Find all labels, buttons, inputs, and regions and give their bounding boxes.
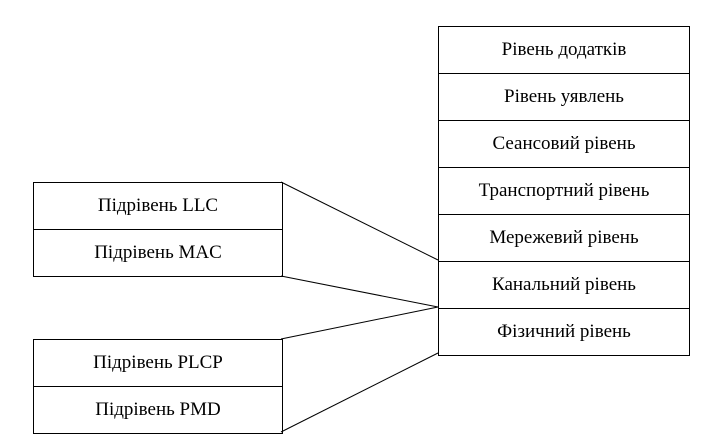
sublayer-llc: Підрівень LLC	[34, 183, 282, 230]
layer-application: Рівень додатків	[439, 27, 689, 74]
layer-physical: Фізичний рівень	[497, 321, 631, 342]
sublayer-mac: Підрівень MAC	[94, 242, 222, 263]
sublayer-plcp: Підрівень PLCP	[34, 340, 282, 387]
mac-connector-line	[280, 275, 439, 308]
llc-connector-line	[280, 181, 439, 261]
layer-session: Сеансовий рівень	[439, 121, 689, 168]
osi-layer-stack: Рівень додатків Рівень уявлень Сеансовий…	[438, 26, 690, 356]
plcp-connector-line	[280, 306, 439, 340]
sublayer-pmd: Підрівень PMD	[95, 399, 221, 420]
pmd-connector-line	[280, 352, 439, 433]
physical-sublayer-group: Підрівень PLCP Підрівень PMD	[33, 339, 283, 434]
layer-transport: Транспортний рівень	[439, 168, 689, 215]
data-link-sublayer-group: Підрівень LLC Підрівень MAC	[33, 182, 283, 277]
layer-data-link: Канальний рівень	[439, 262, 689, 309]
layer-network: Мережевий рівень	[439, 215, 689, 262]
layer-presentation: Рівень уявлень	[439, 74, 689, 121]
